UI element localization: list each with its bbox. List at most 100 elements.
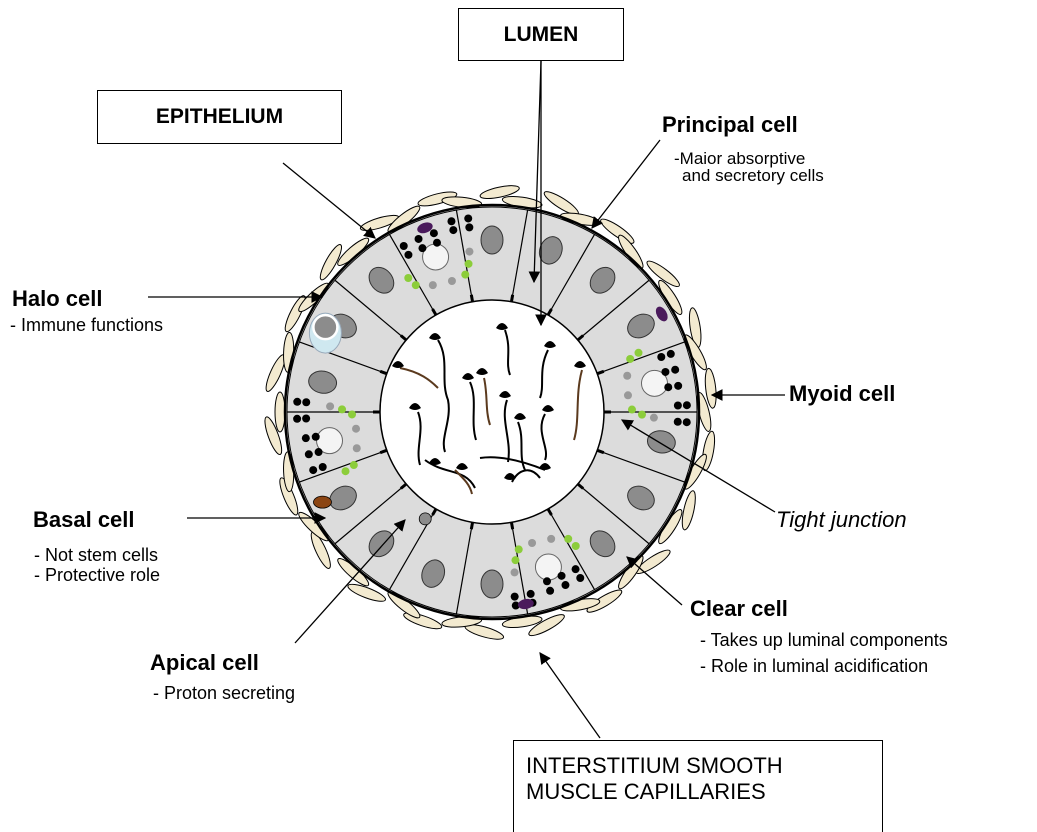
principal-cell-desc-2: and secretory cells	[682, 167, 824, 185]
black-granule	[312, 433, 320, 441]
green-granule	[515, 545, 523, 553]
grey-granule	[650, 414, 658, 422]
tight-junction-mark	[471, 522, 472, 529]
interstitium-line-2: MUSCLE CAPILLARIES	[526, 779, 882, 805]
green-granule	[564, 535, 572, 543]
black-granule	[674, 418, 682, 426]
black-granule	[683, 418, 691, 426]
green-granule	[461, 271, 469, 279]
black-granule	[465, 223, 473, 231]
black-granule	[464, 214, 472, 222]
green-granule	[511, 556, 519, 564]
black-granule	[293, 415, 301, 423]
tight-junction-mark	[511, 522, 512, 529]
black-granule	[671, 366, 679, 374]
black-granule	[527, 590, 535, 598]
black-granule	[561, 581, 569, 589]
black-granule	[293, 398, 301, 406]
grey-granule	[624, 391, 632, 399]
green-granule	[572, 542, 580, 550]
black-granule	[302, 398, 310, 406]
grey-granule	[448, 277, 456, 285]
black-granule	[667, 350, 675, 358]
myoid-cell-title: Myoid cell	[789, 382, 895, 406]
black-granule	[546, 587, 554, 595]
green-granule	[634, 349, 642, 357]
grey-granule	[465, 248, 473, 256]
basal-cell-desc-1: - Not stem cells	[34, 546, 158, 565]
interstitium-arrow	[540, 653, 600, 738]
black-granule	[449, 226, 457, 234]
black-granule	[674, 402, 682, 410]
black-granule	[664, 383, 672, 391]
halo-cell-desc: - Immune functions	[10, 316, 163, 335]
clear-cell-nucleus	[535, 554, 561, 580]
black-granule	[657, 353, 665, 361]
green-granule	[338, 405, 346, 413]
black-granule	[430, 229, 438, 237]
basal-cell-desc-2: - Protective role	[34, 566, 160, 585]
principal-cell-arrow	[592, 140, 660, 228]
principal-cell-nucleus	[481, 226, 503, 254]
apical-cell-desc: - Proton secreting	[153, 684, 295, 703]
black-granule	[319, 463, 327, 471]
green-granule	[412, 281, 420, 289]
halo-cell-title: Halo cell	[12, 287, 102, 311]
basal-cell-nucleus	[313, 496, 331, 508]
tight-junction-label: Tight junction	[776, 508, 907, 532]
grey-granule	[547, 535, 555, 543]
black-granule	[404, 251, 412, 259]
basal-cell-title: Basal cell	[33, 508, 135, 532]
lumen-circle	[380, 300, 604, 524]
epithelium-arrow	[283, 163, 375, 238]
black-granule	[572, 565, 580, 573]
black-granule	[302, 434, 310, 442]
grey-granule	[353, 444, 361, 452]
grey-granule	[429, 281, 437, 289]
black-granule	[302, 414, 310, 422]
green-granule	[350, 461, 358, 469]
lumen-area	[380, 300, 604, 524]
grey-granule	[528, 539, 536, 547]
grey-granule	[352, 425, 360, 433]
grey-granule	[326, 402, 334, 410]
black-granule	[400, 242, 408, 250]
clear-cell-nucleus	[423, 244, 449, 270]
black-granule	[661, 368, 669, 376]
principal-cell-title: Principal cell	[662, 113, 798, 137]
green-granule	[628, 406, 636, 414]
epithelium-label: EPITHELIUM	[97, 90, 342, 144]
green-granule	[342, 467, 350, 475]
clear-cell-desc-2: - Role in luminal acidification	[700, 657, 928, 676]
black-granule	[576, 574, 584, 582]
black-granule	[309, 466, 317, 474]
black-granule	[418, 244, 426, 252]
interstitium-line-1: INTERSTITIUM SMOOTH	[526, 753, 882, 779]
apical-cell-nucleus	[419, 513, 431, 525]
black-granule	[683, 401, 691, 409]
clear-cell-title: Clear cell	[690, 597, 788, 621]
black-granule	[433, 239, 441, 247]
interstitium-label: INTERSTITIUM SMOOTH MUSCLE CAPILLARIES	[513, 740, 883, 832]
green-granule	[348, 410, 356, 418]
apical-cell-title: Apical cell	[150, 651, 259, 675]
green-granule	[626, 355, 634, 363]
lumen-label: LUMEN	[458, 8, 624, 61]
halo-cell-nucleus	[313, 315, 337, 339]
black-granule	[674, 382, 682, 390]
green-granule	[404, 274, 412, 282]
black-granule	[543, 577, 551, 585]
black-granule	[447, 217, 455, 225]
black-granule	[315, 448, 323, 456]
tight-junction-mark	[471, 295, 472, 302]
grey-granule	[623, 372, 631, 380]
clear-cell-desc-1: - Takes up luminal components	[700, 631, 948, 650]
tight-junction-mark	[511, 295, 512, 302]
black-granule	[305, 450, 313, 458]
myoid-cell-shape	[275, 392, 285, 432]
grey-granule	[511, 568, 519, 576]
green-granule	[638, 411, 646, 419]
principal-cell-nucleus	[481, 570, 503, 598]
green-granule	[465, 260, 473, 268]
black-granule	[558, 572, 566, 580]
